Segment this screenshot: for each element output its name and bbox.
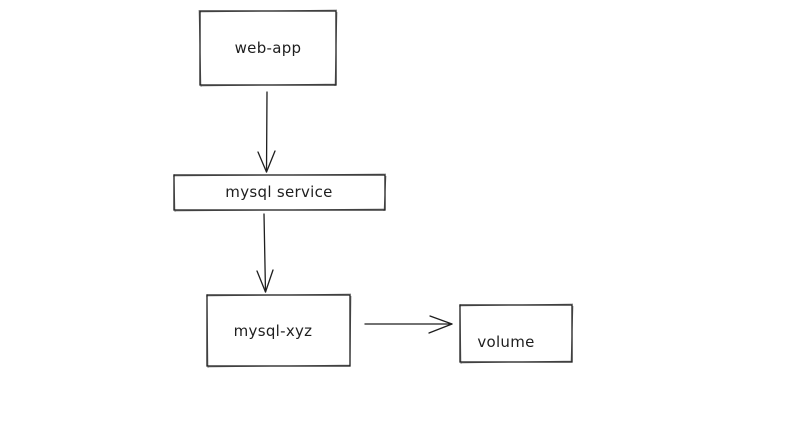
edge-web-app-to-mysql-service	[257, 91, 276, 173]
node-volume-label: volume	[477, 333, 534, 351]
node-web-app[interactable]: web-app	[198, 9, 338, 88]
node-mysql-service-box	[173, 174, 386, 211]
node-web-app-box	[199, 10, 337, 86]
edge-mysql-service-to-mysql-xyz	[256, 213, 274, 293]
node-mysql-xyz[interactable]: mysql-xyz	[205, 293, 352, 369]
node-volume[interactable]: volume	[458, 303, 574, 365]
edge-mysql-xyz-to-volume	[364, 315, 453, 334]
node-mysql-xyz-label: mysql-xyz	[234, 322, 313, 340]
node-mysql-service-label: mysql service	[225, 183, 332, 201]
node-web-app-label: web-app	[235, 39, 302, 57]
node-mysql-service[interactable]: mysql service	[172, 173, 387, 213]
